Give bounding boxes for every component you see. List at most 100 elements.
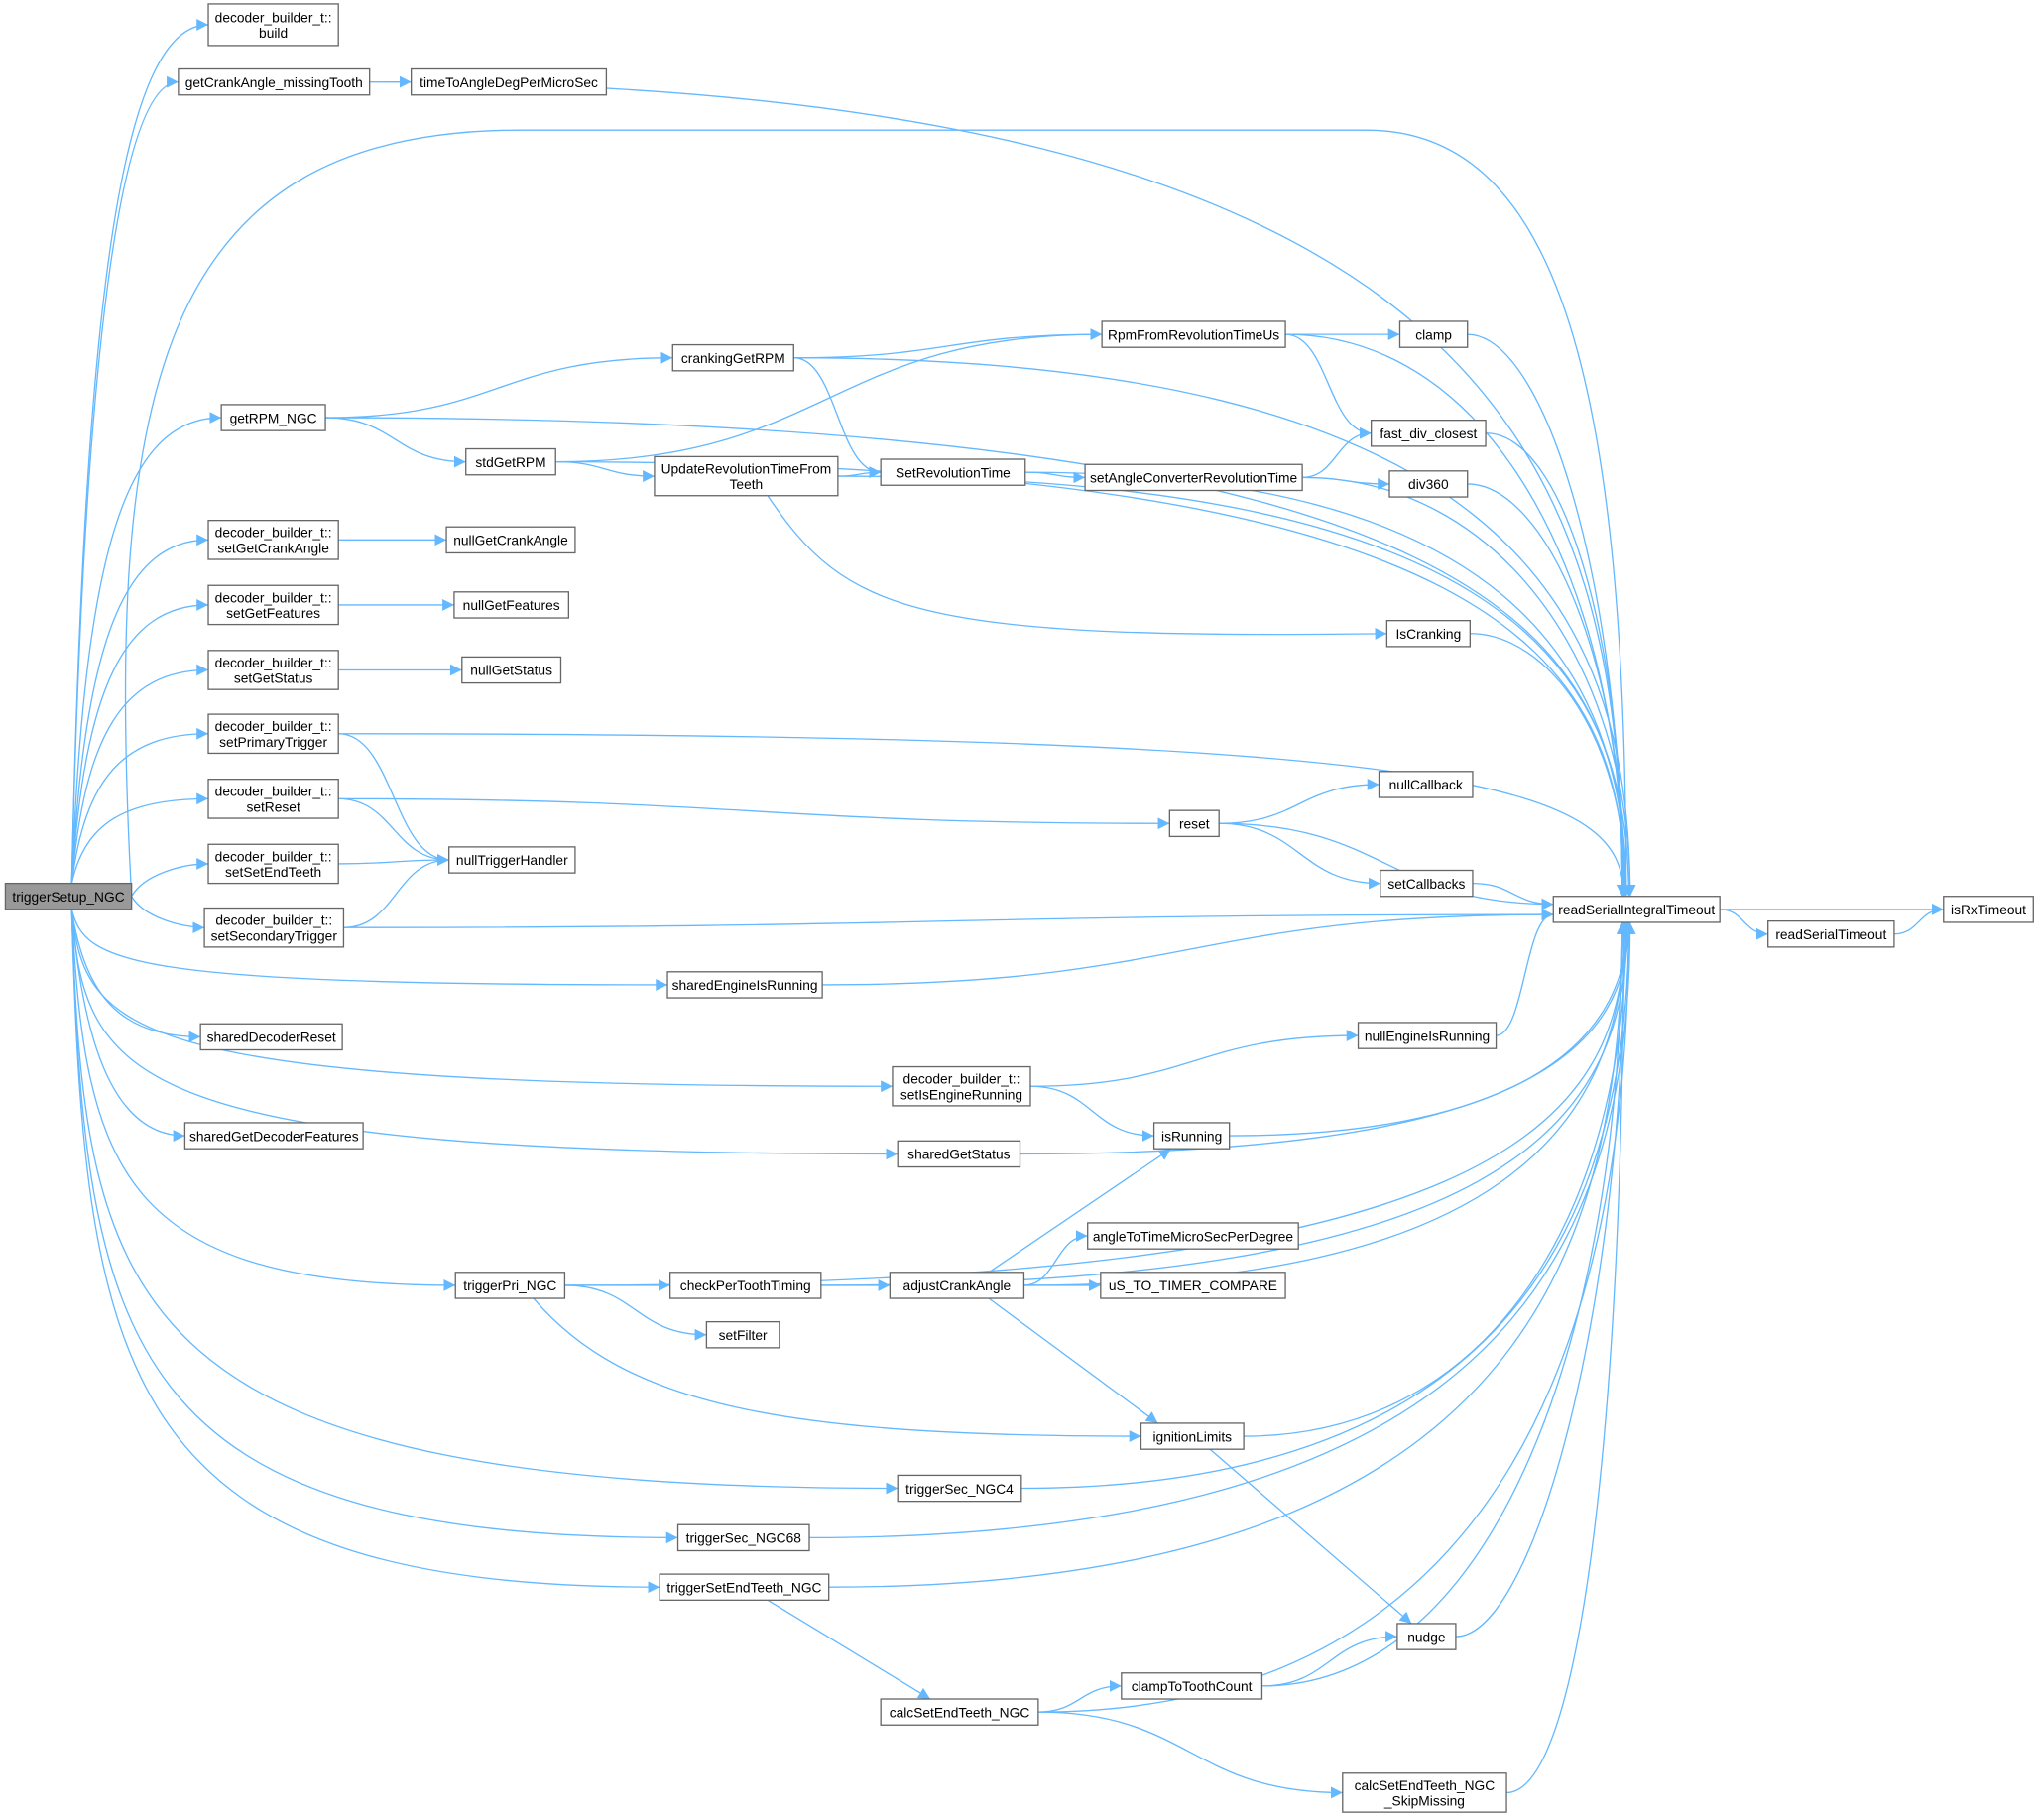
node-box [199, 1023, 343, 1051]
node-label: nullGetFeatures [463, 598, 560, 613]
edge-reset-to-rsit [1219, 822, 1554, 910]
edge-getrpm-to-std [325, 417, 466, 468]
node-sst[interactable]: decoder_builder_t::setSecondaryTrigger [203, 907, 345, 948]
node-reset[interactable]: reset [1168, 809, 1220, 838]
node-div360[interactable]: div360 [1388, 470, 1469, 498]
node-std[interactable]: stdGetRPM [465, 447, 556, 476]
node-scb[interactable]: setCallbacks [1380, 869, 1474, 898]
edge-root-to-sgs [70, 664, 209, 884]
node-label: sharedDecoderReset [207, 1031, 336, 1045]
node-rst[interactable]: readSerialTimeout [1767, 919, 1895, 948]
node-rsit[interactable]: readSerialIntegralTimeout [1552, 896, 1721, 923]
node-attm[interactable]: angleToTimeMicroSecPerDegree [1087, 1222, 1299, 1250]
node-rpmfrom[interactable]: RpmFromRevolutionTimeUs [1101, 320, 1286, 348]
edge-cset-to-csetsm [1037, 1711, 1343, 1799]
node-label: setPrimaryTrigger [219, 735, 327, 750]
node-ngs[interactable]: nullGetStatus [461, 656, 562, 684]
edge-root-to-rsit [124, 129, 1632, 897]
node-ts4[interactable]: triggerSec_NGC4 [897, 1474, 1022, 1503]
node-getrpm[interactable]: getRPM_NGC [220, 404, 326, 431]
node-label: decoder_builder_t:: [215, 590, 332, 605]
node-sgdf[interactable]: sharedGetDecoderFeatures [183, 1122, 364, 1150]
node-label: setFilter [719, 1328, 768, 1343]
node-tpri[interactable]: triggerPri_NGC [454, 1272, 566, 1299]
node-iscr[interactable]: IsCranking [1385, 620, 1471, 648]
edge-aca-to-attm [1023, 1230, 1088, 1286]
edge-sacrt-to-rsit [1302, 476, 1636, 897]
node-isrx[interactable]: isRxTimeout [1943, 896, 2034, 923]
node-crank[interactable]: crankingGetRPM [671, 343, 794, 372]
node-seir[interactable]: sharedEngineIsRunning [666, 971, 823, 999]
node-sgs[interactable]: decoder_builder_t::setGetStatus [207, 650, 339, 690]
node-box [453, 591, 570, 619]
edge-rsit-to-rst [1720, 909, 1768, 940]
node-sset[interactable]: decoder_builder_t::setSetEndTeeth [207, 843, 339, 885]
node-label: checkPerToothTiming [680, 1278, 811, 1293]
node-label: nudge [1407, 1630, 1446, 1644]
node-clamp[interactable]: clamp [1398, 320, 1469, 348]
node-ts68[interactable]: triggerSec_NGC68 [676, 1523, 810, 1552]
node-aca[interactable]: adjustCrankAngle [889, 1272, 1025, 1299]
edge-root-to-seir [70, 909, 668, 991]
node-box [445, 526, 576, 554]
node-tset[interactable]: triggerSetEndTeeth_NGC [659, 1573, 830, 1601]
node-label: ignitionLimits [1153, 1429, 1233, 1444]
edge-root-to-getrpm [70, 412, 222, 884]
node-ncb[interactable]: nullCallback [1378, 771, 1474, 798]
node-box [207, 650, 339, 690]
node-box [654, 455, 839, 497]
node-sgst[interactable]: sharedGetStatus [897, 1140, 1021, 1168]
node-cset[interactable]: calcSetEndTeeth_NGC [880, 1698, 1039, 1726]
node-sfilt[interactable]: setFilter [705, 1320, 780, 1349]
edge-neir-to-rsit [1496, 909, 1554, 1036]
node-label: div360 [1408, 477, 1449, 492]
edge-root-to-sreset [70, 792, 209, 884]
node-sgca[interactable]: decoder_builder_t::setGetCrankAngle [207, 520, 339, 560]
node-ttadpm[interactable]: timeToAngleDegPerMicroSec [410, 67, 608, 96]
node-box [183, 1122, 364, 1150]
node-label: decoder_builder_t:: [215, 10, 332, 25]
node-nudge[interactable]: nudge [1396, 1623, 1457, 1650]
edge-root-to-sgst [70, 909, 899, 1160]
node-ngf[interactable]: nullGetFeatures [453, 591, 570, 619]
node-box [676, 1523, 810, 1552]
node-label: sharedGetDecoderFeatures [189, 1129, 359, 1144]
edge-iscr-to-rsit [1470, 633, 1632, 897]
node-root[interactable]: triggerSetup_NGC [4, 882, 133, 910]
node-box [1396, 1623, 1457, 1650]
node-box [1121, 1672, 1263, 1700]
edge-sreset-to-nth [338, 797, 449, 866]
node-ign[interactable]: ignitionLimits [1140, 1422, 1245, 1450]
node-box [207, 713, 339, 755]
edge-reset-to-scb [1219, 822, 1380, 890]
node-gcamt[interactable]: getCrankAngle_missingTooth [178, 67, 371, 96]
node-box [880, 458, 1026, 486]
node-sacrt[interactable]: setAngleConverterRevolutionTime [1084, 463, 1303, 492]
node-ngca[interactable]: nullGetCrankAngle [445, 526, 576, 554]
node-csetsm[interactable]: calcSetEndTeeth_NGC_SkipMissing [1342, 1772, 1507, 1813]
node-srt[interactable]: SetRevolutionTime [880, 458, 1026, 486]
node-isrun[interactable]: isRunning [1152, 1122, 1231, 1150]
edge-csetsm-to-rsit [1506, 921, 1630, 1794]
node-spt[interactable]: decoder_builder_t::setPrimaryTrigger [207, 713, 339, 755]
edge-nudge-to-rsit [1455, 921, 1631, 1638]
edge-ign-to-nudge [1209, 1448, 1412, 1625]
node-ustc[interactable]: uS_TO_TIMER_COMPARE [1100, 1272, 1286, 1299]
node-nth[interactable]: nullTriggerHandler [448, 846, 576, 874]
node-build[interactable]: decoder_builder_t::build [207, 3, 339, 47]
node-box [892, 1065, 1031, 1107]
node-sdr[interactable]: sharedDecoderReset [199, 1023, 343, 1051]
node-cptt[interactable]: checkPerToothTiming [669, 1272, 822, 1299]
node-box [1370, 420, 1487, 447]
node-label: fast_div_closest [1380, 426, 1477, 441]
node-sier[interactable]: decoder_builder_t::setIsEngineRunning [892, 1065, 1031, 1107]
node-sgf[interactable]: decoder_builder_t::setGetFeatures [207, 584, 339, 626]
node-neir[interactable]: nullEngineIsRunning [1357, 1022, 1498, 1049]
node-label: triggerSetEndTeeth_NGC [666, 1580, 821, 1595]
node-cttc[interactable]: clampToToothCount [1121, 1672, 1263, 1700]
node-label: angleToTimeMicroSecPerDegree [1093, 1229, 1294, 1244]
node-fdc[interactable]: fast_div_closest [1370, 420, 1487, 447]
node-sreset[interactable]: decoder_builder_t::setReset [207, 779, 339, 819]
edge-sacrt-to-fdc [1302, 426, 1372, 479]
